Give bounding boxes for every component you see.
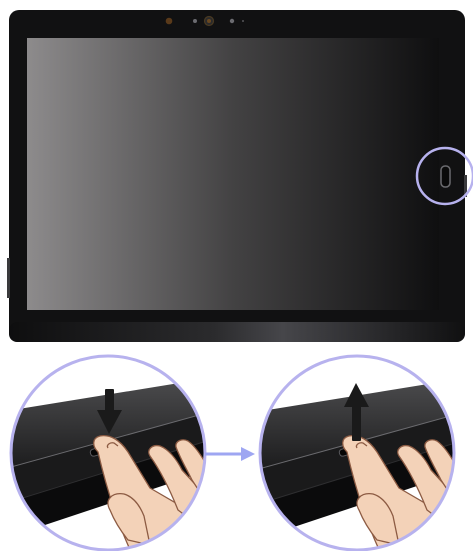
down-arrow-icon — [97, 389, 122, 434]
tablet — [7, 10, 467, 342]
front-camera-icon — [165, 15, 244, 27]
up-arrow-icon — [344, 383, 369, 441]
release-zoom-circle — [258, 354, 456, 551]
release-step-illustration — [258, 354, 456, 551]
fingerprint-reader-icon — [440, 165, 451, 188]
press-step-illustration — [9, 354, 207, 551]
fingerprint-reader-highlight[interactable] — [415, 146, 473, 206]
tablet-screen — [27, 38, 439, 310]
right-arrow-icon — [205, 447, 255, 461]
